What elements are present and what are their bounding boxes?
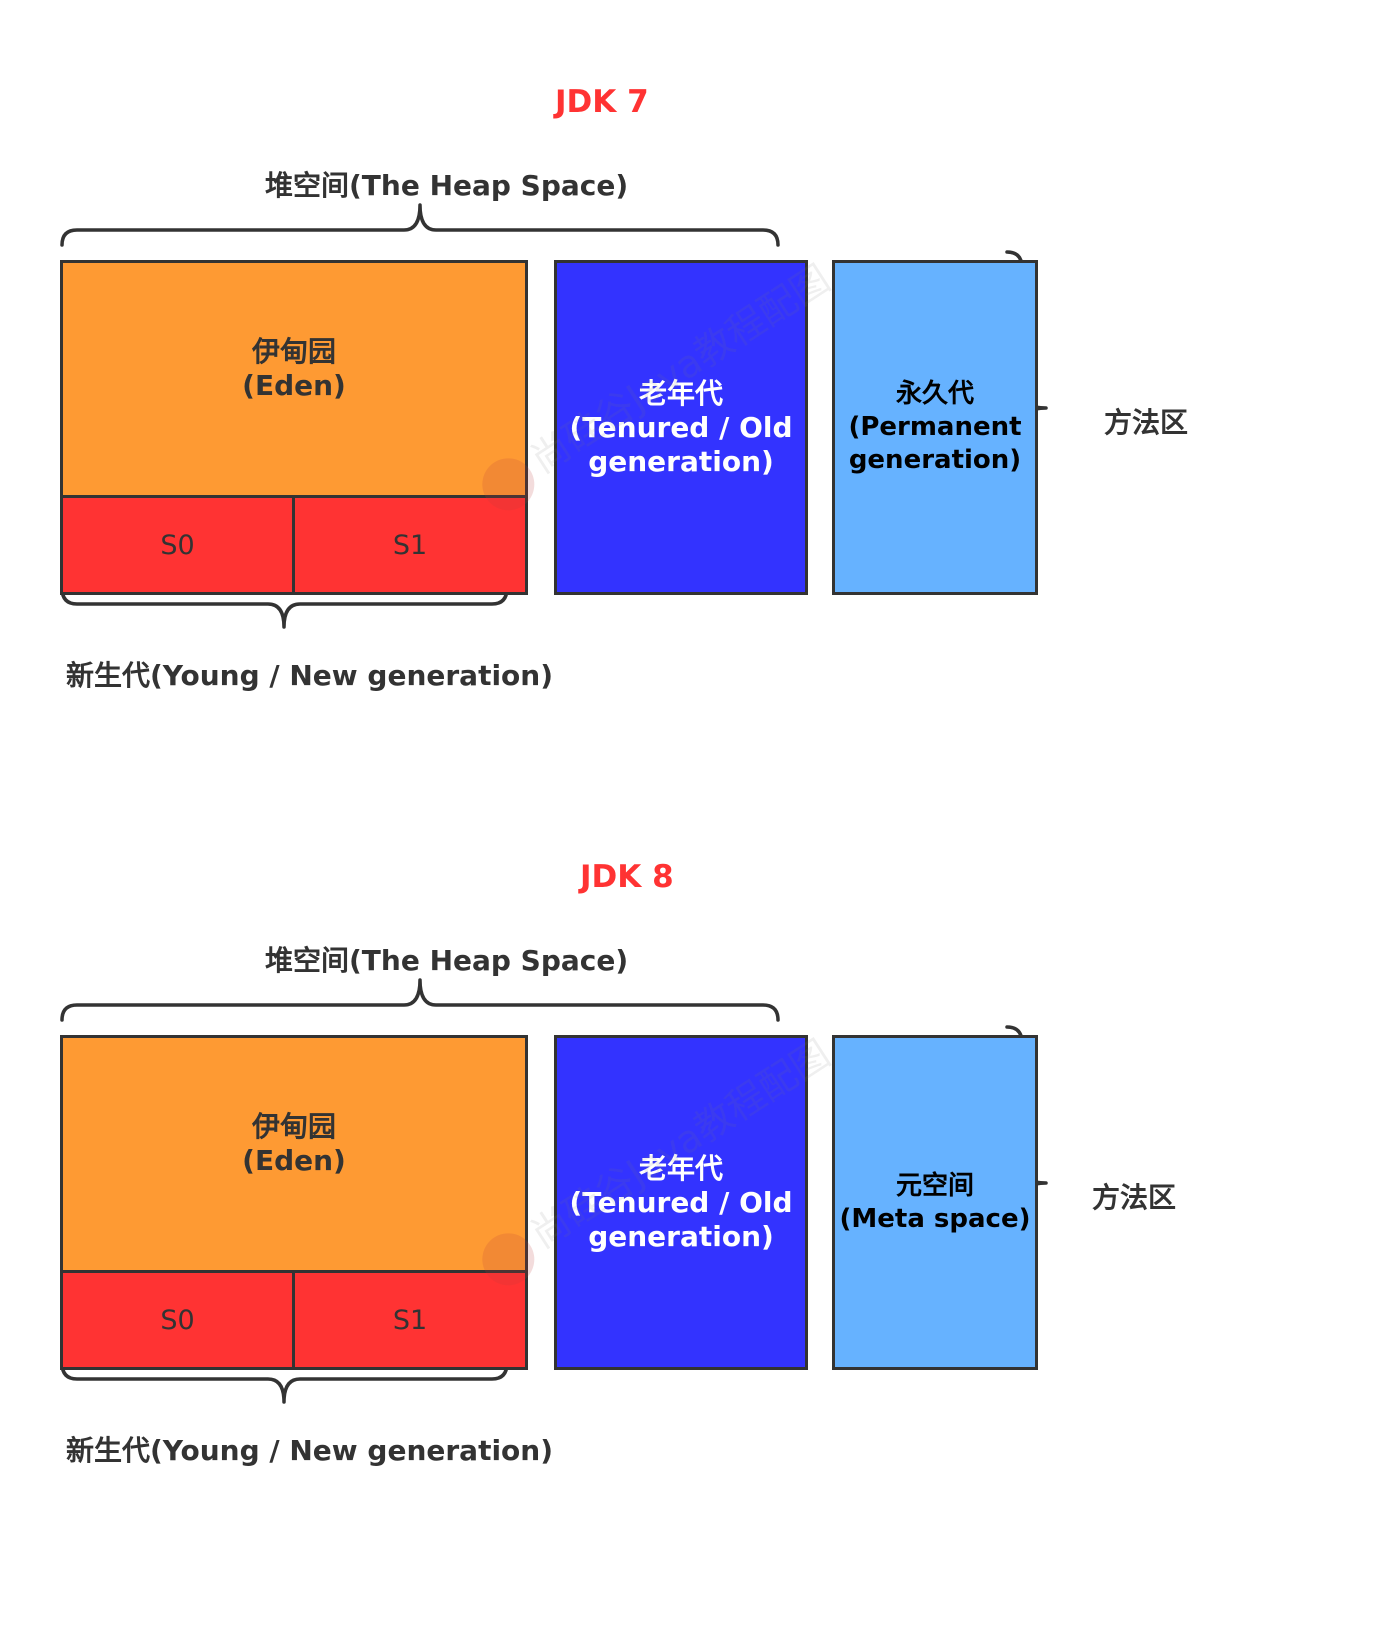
old-label-en-1: (Tenured / Old	[569, 1185, 793, 1219]
perm-label-en-1: (Permanent	[848, 412, 1022, 442]
old-label-en-2: generation)	[588, 444, 774, 478]
survivor-s1-box: S1	[292, 495, 528, 595]
perm-label-en-2: generation)	[848, 445, 1022, 475]
survivor-s1-box: S1	[292, 1270, 528, 1370]
heap-brace	[60, 978, 780, 1022]
metaspace-box: 元空间 (Meta space)	[832, 1035, 1038, 1370]
old-label-cn: 老年代	[638, 376, 723, 410]
eden-label-en: (Eden)	[242, 1144, 346, 1177]
eden-label-cn: 伊甸园	[251, 335, 336, 368]
eden-label-cn: 伊甸园	[251, 1110, 336, 1143]
young-brace	[60, 586, 509, 629]
diagram-title: JDK 8	[580, 859, 674, 895]
jdk8-diagram: JDK 8 堆空间(The Heap Space) 伊甸园 (Eden) S0 …	[0, 795, 1377, 1555]
eden-box: 伊甸园 (Eden)	[60, 1035, 528, 1273]
heap-brace	[60, 203, 780, 247]
eden-box: 伊甸园 (Eden)	[60, 260, 528, 498]
old-label-en-1: (Tenured / Old	[569, 410, 793, 444]
survivor-s0-box: S0	[60, 495, 295, 595]
diagram-title: JDK 7	[555, 84, 649, 120]
meta-label-cn: 元空间	[895, 1170, 974, 1201]
s1-label: S1	[392, 529, 428, 561]
old-generation-box: 老年代 (Tenured / Old generation)	[554, 260, 808, 595]
heap-space-label: 堆空间(The Heap Space)	[265, 169, 629, 202]
young-generation-label: 新生代(Young / New generation)	[66, 1434, 554, 1467]
s1-label: S1	[392, 1304, 428, 1336]
perm-label-cn: 永久代	[895, 379, 974, 409]
method-area-label: 方法区	[1104, 406, 1189, 439]
survivor-s0-box: S0	[60, 1270, 295, 1370]
old-label-cn: 老年代	[638, 1151, 723, 1185]
heap-space-label: 堆空间(The Heap Space)	[265, 944, 629, 977]
eden-label-en: (Eden)	[242, 369, 346, 402]
method-area-label: 方法区	[1092, 1181, 1177, 1214]
old-label-en-2: generation)	[588, 1219, 774, 1253]
old-generation-box: 老年代 (Tenured / Old generation)	[554, 1035, 808, 1370]
permanent-generation-box: 永久代 (Permanent generation)	[832, 260, 1038, 595]
young-brace	[60, 1361, 509, 1404]
jdk7-diagram: JDK 7 堆空间(The Heap Space) 伊甸园 (Eden) S0 …	[0, 0, 1377, 760]
meta-label-en: (Meta space)	[839, 1203, 1031, 1234]
young-generation-label: 新生代(Young / New generation)	[66, 659, 554, 692]
s0-label: S0	[160, 529, 195, 561]
s0-label: S0	[160, 1304, 195, 1336]
